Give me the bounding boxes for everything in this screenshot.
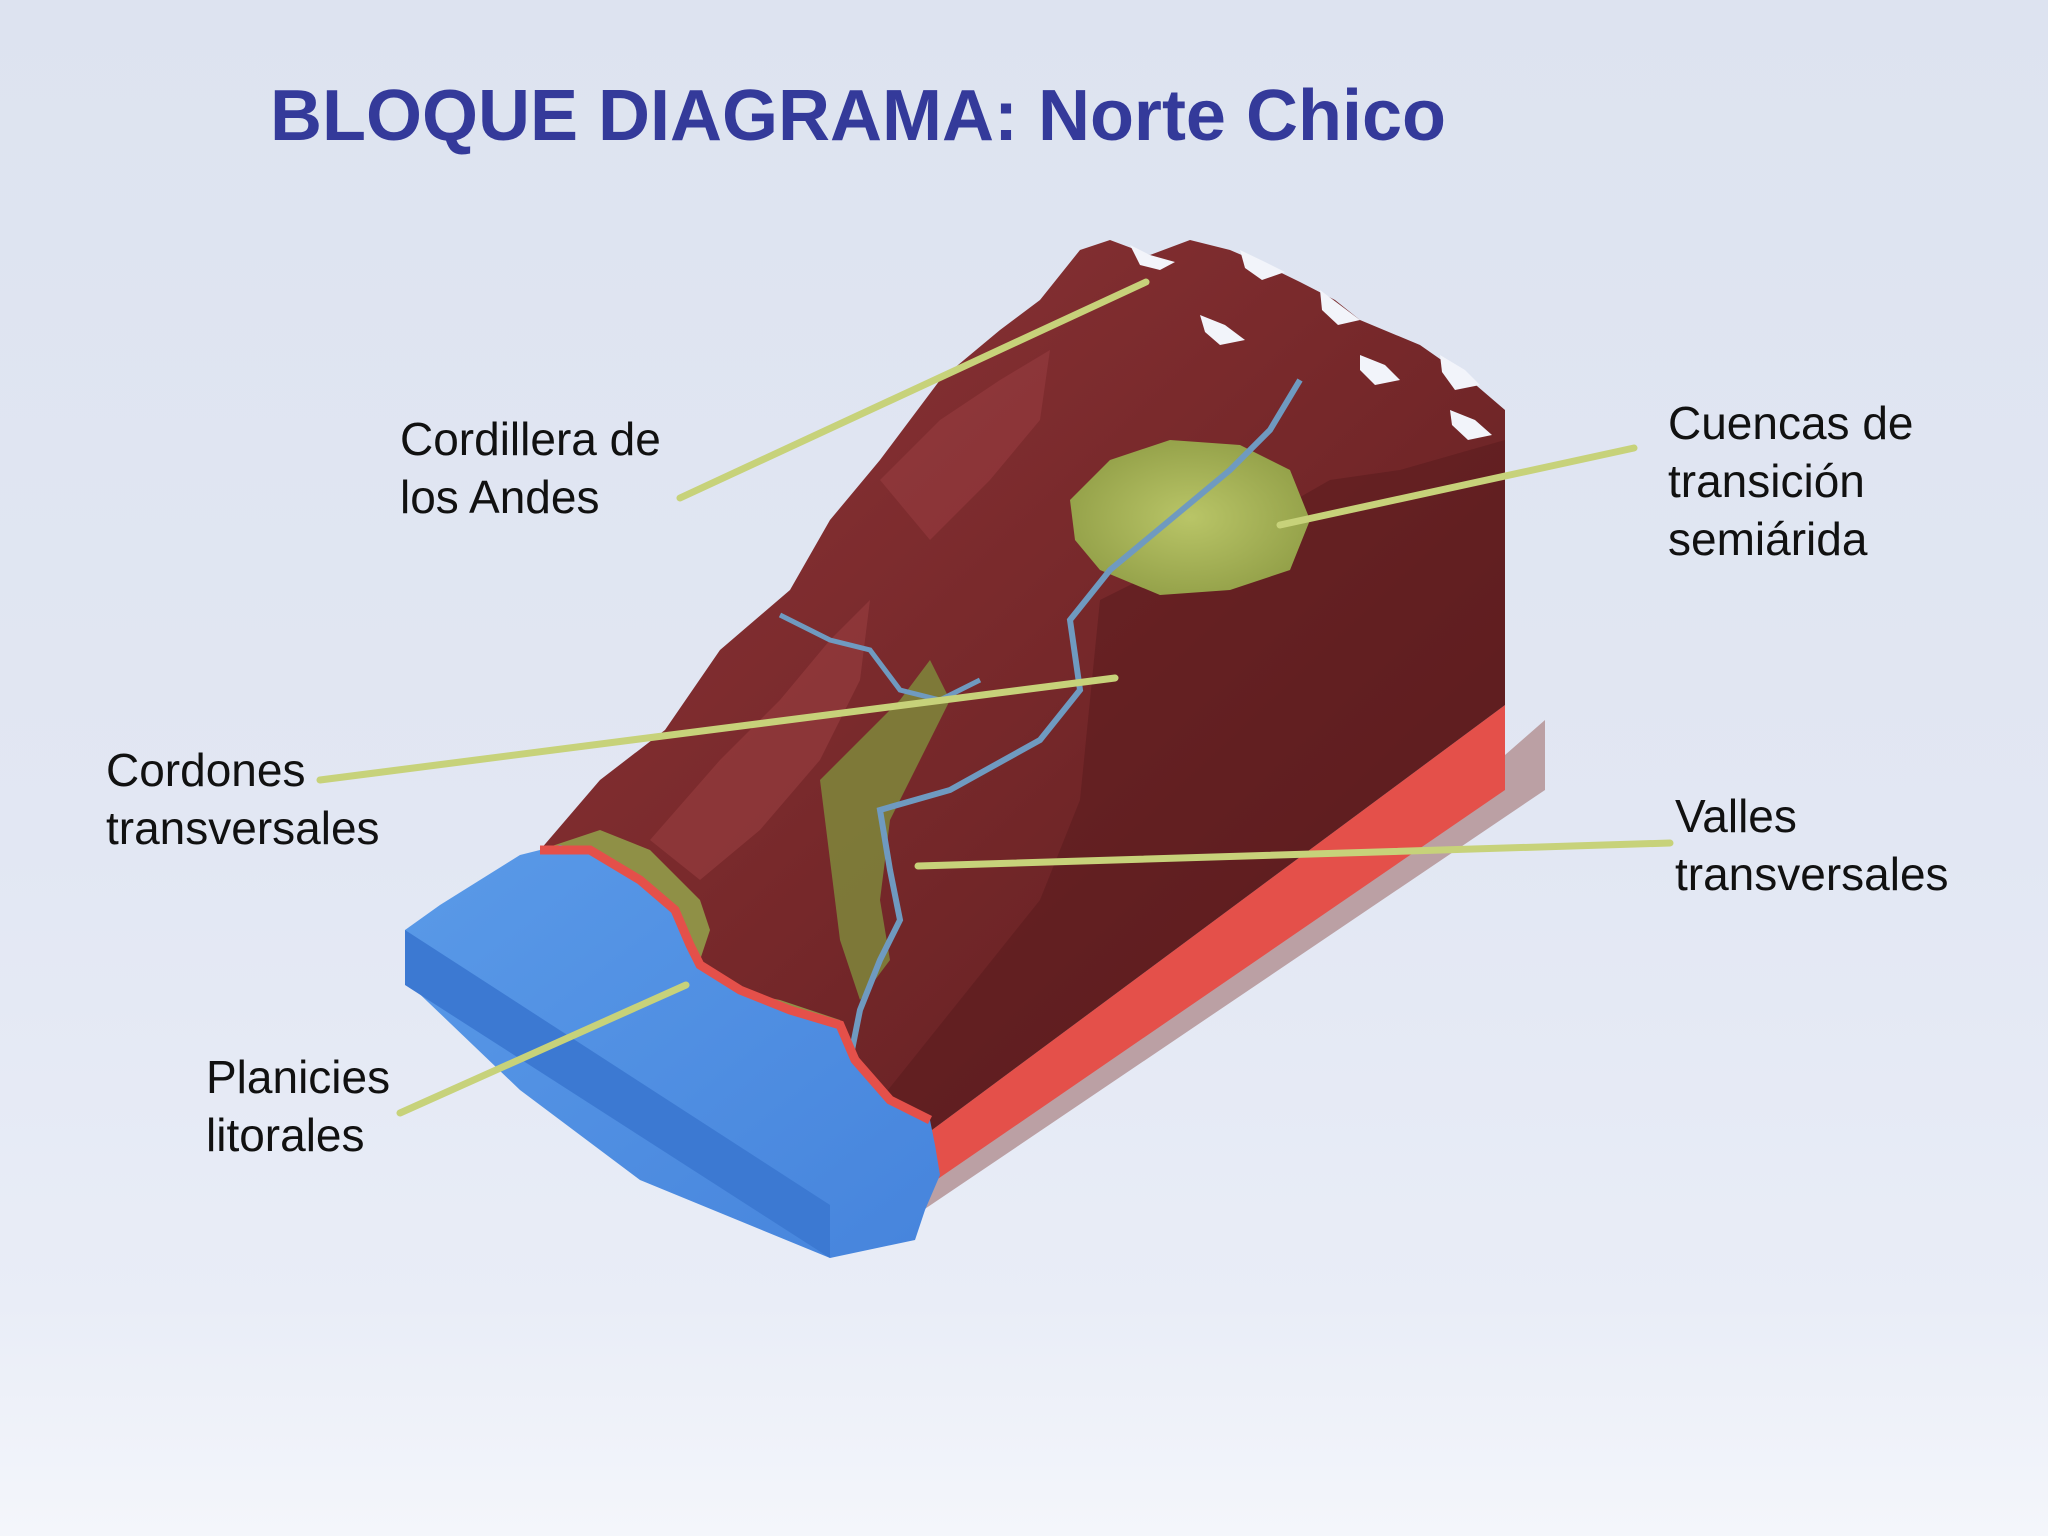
label-line: transversales: [106, 802, 380, 854]
leader-line-planicies: [396, 981, 690, 1117]
label-line: litorales: [206, 1109, 365, 1161]
label-cordones-transversales: Cordones transversales: [106, 741, 380, 857]
leader-line-valles: [914, 839, 1674, 870]
label-line: los Andes: [400, 471, 600, 523]
label-line: Valles: [1675, 790, 1797, 842]
label-line: Cordillera de: [400, 413, 661, 465]
leader-line-cordillera: [676, 278, 1150, 502]
strata-red-layer: [905, 705, 1505, 1198]
label-line: Cuencas de: [1668, 397, 1914, 449]
label-cordillera-de-los-andes: Cordillera de los Andes: [400, 410, 661, 526]
label-line: transversales: [1675, 848, 1949, 900]
label-planicies-litorales: Planicies litorales: [206, 1048, 390, 1164]
mountain-ridge-highlight: [650, 600, 870, 880]
leader-line-cuencas: [1276, 444, 1638, 529]
label-line: semiárida: [1668, 513, 1868, 565]
label-cuencas-de-transicion: Cuencas de transición semiárida: [1668, 394, 1914, 568]
ocean-surface: [405, 845, 940, 1258]
label-line: Planicies: [206, 1051, 391, 1103]
label-line: transición: [1668, 455, 1865, 507]
mountain-ridge-highlight: [880, 350, 1050, 540]
slide-title: BLOQUE DIAGRAMA: Norte Chico: [270, 76, 1446, 156]
label-line: Cordones: [106, 744, 306, 796]
ocean-side-face: [405, 930, 830, 1258]
label-valles-transversales: Valles transversales: [1675, 787, 1949, 903]
coastline: [540, 845, 933, 1125]
leader-line-cordones: [316, 674, 1119, 784]
river: [847, 378, 1303, 1061]
snow-caps: [1130, 245, 1492, 440]
mountain-ridge-shadow: [880, 440, 1505, 1150]
leader-lines: [316, 278, 1674, 1117]
